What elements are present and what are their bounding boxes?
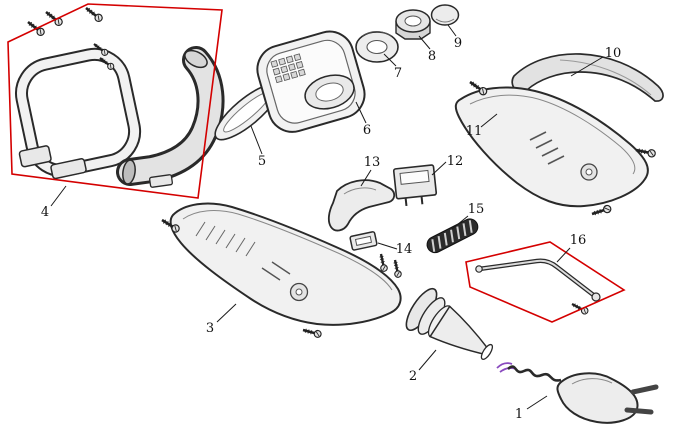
part-label-4: 4 [41,205,49,220]
part-9-cap [430,4,460,26]
leader-line-14 [377,242,398,250]
plug-prong [624,407,654,415]
highlight-part-4 [7,3,223,199]
leader-line-4 [50,185,67,207]
part-16-linkage-rod [475,258,601,317]
screw-icon [390,258,404,280]
part-11-housing-right [454,77,658,219]
leader-line-10 [570,56,604,77]
part-15-spring [426,218,479,254]
part-label-16: 16 [570,233,587,248]
part-label-11: 11 [466,124,483,139]
part-1-power-cord [496,362,659,424]
part-label-1: 1 [515,407,523,422]
leader-line-1 [526,395,548,410]
part-2-nozzle [405,287,494,360]
leader-line-16 [556,247,571,263]
part-13-trigger-lever [327,179,396,232]
part-label-5: 5 [258,154,266,169]
part-label-9: 9 [454,36,462,51]
leader-line-2 [418,349,437,371]
leader-line-15 [451,215,469,230]
screw-icon [589,203,614,219]
part-label-12: 12 [447,154,464,169]
part-5-seal-strip [214,83,280,141]
leader-line-5 [250,125,263,155]
part-label-14: 14 [396,242,413,257]
screw-icon [82,3,105,25]
leader-line-13 [360,169,372,187]
part-12-switch [392,164,438,207]
part-label-2: 2 [409,369,417,384]
leader-line-12 [431,161,447,176]
plug-prong [630,384,659,395]
leader-line-7 [383,53,397,67]
part-label-10: 10 [605,46,622,61]
leader-line-11 [480,113,498,128]
part-7-washer [355,31,399,63]
leader-line-3 [216,303,237,323]
highlight-overlays [7,3,626,323]
leader-line-6 [355,101,367,124]
part-6-motor-housing-cover [256,30,366,133]
screw-icon [300,325,324,340]
part-label-8: 8 [428,49,436,64]
part-8-lock-nut [395,9,431,40]
part-4-front-handle-assembly [15,3,225,188]
part-label-13: 13 [364,155,381,170]
part-label-6: 6 [363,123,371,138]
part-3-housing-left [158,202,404,340]
leader-line-8 [418,35,431,50]
part-label-3: 3 [206,321,214,336]
part-label-7: 7 [394,66,402,81]
leader-line-9 [447,24,457,37]
part-14-slide-clip [349,231,378,251]
highlight-part-16 [465,241,626,323]
part-label-15: 15 [468,202,485,217]
